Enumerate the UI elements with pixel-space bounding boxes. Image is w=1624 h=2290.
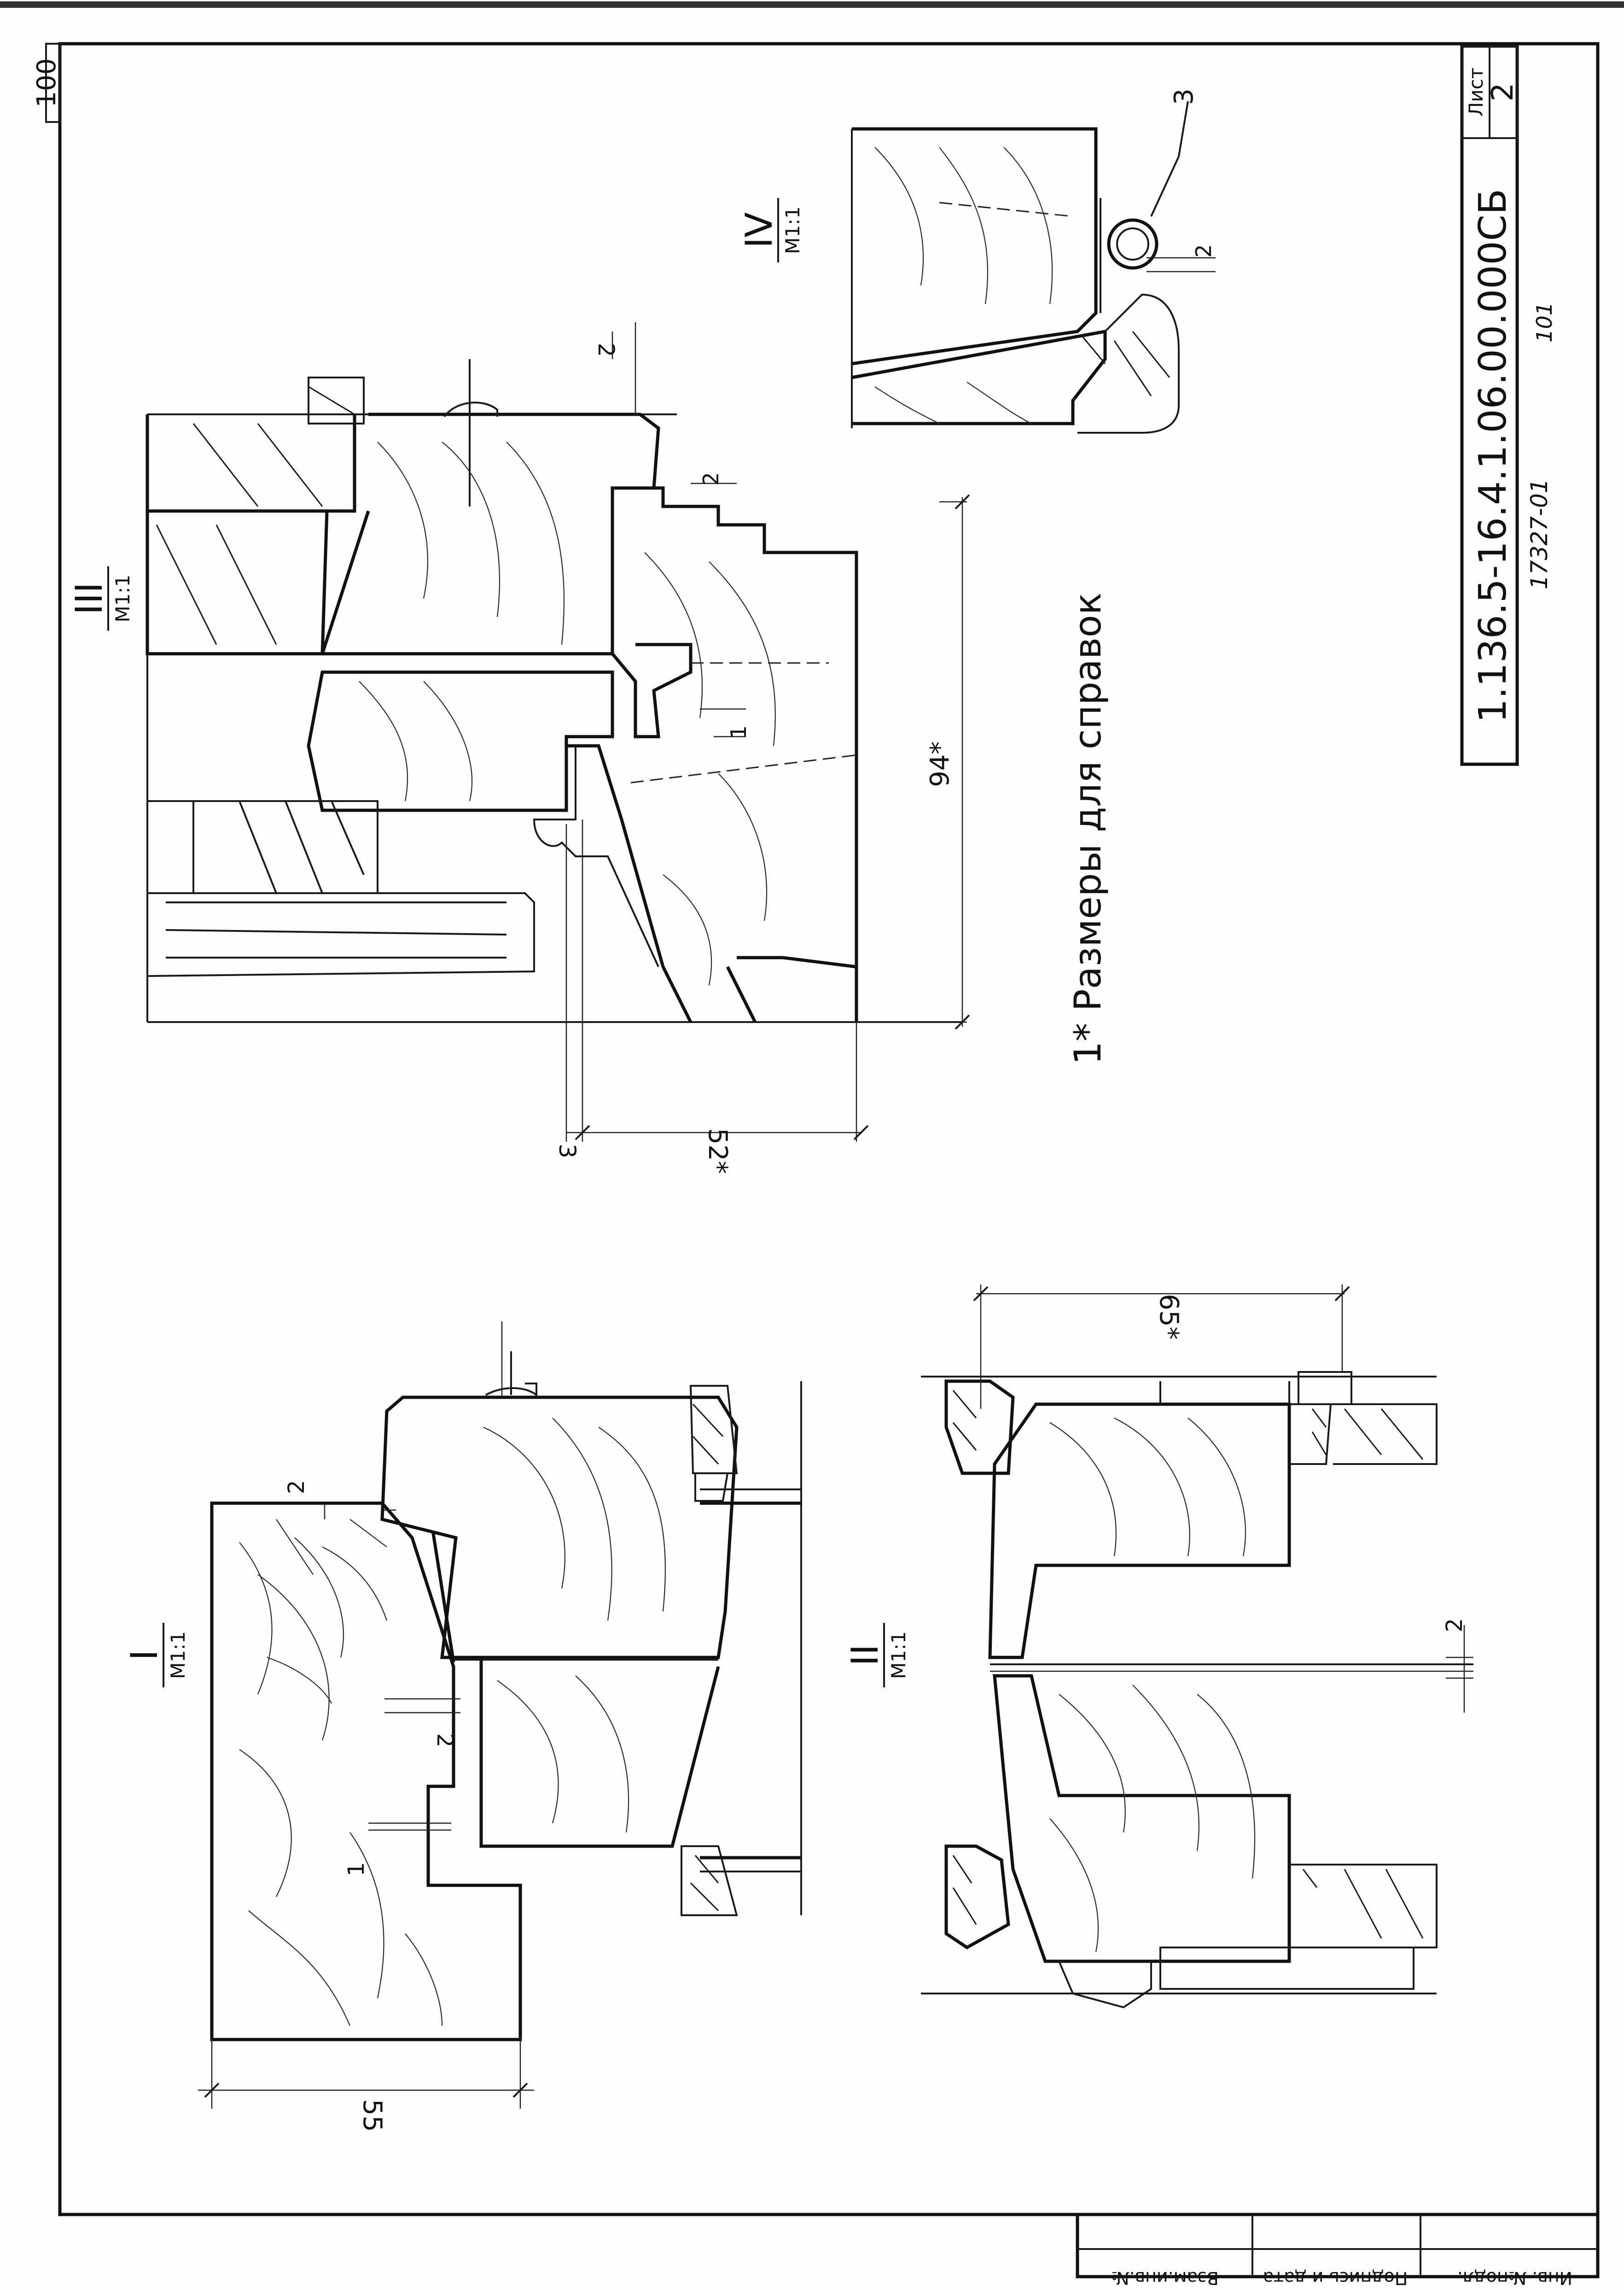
section-ii-title: II М1:1 [844, 1623, 910, 1687]
corner-cell [45, 43, 61, 123]
dim-52: 52* [703, 1128, 733, 1174]
leader-3-iv: 3 [1169, 88, 1199, 105]
sheet-number-box [1460, 44, 1519, 766]
reference-note: 1* Размеры для справок [1066, 593, 1109, 1065]
section-i-title: I М1:1 [123, 1623, 189, 1687]
dim-94: 94* [925, 741, 955, 787]
dim-1-iii: 1 [726, 725, 751, 738]
svg-text:II: II [844, 1644, 886, 1666]
drawing-frame [58, 42, 1600, 2216]
dim-3-iii: 3 [554, 1144, 581, 1158]
svg-text:М1:1: М1:1 [111, 575, 134, 622]
dim-2-mid-i: 2 [432, 1733, 458, 1748]
stamp-strip [1076, 2213, 1600, 2278]
dim-2-ii: 2 [1442, 1618, 1467, 1633]
corner-number: 100 [32, 58, 62, 108]
stamp-label-signature: Подпись и дата [1263, 2268, 1408, 2288]
section-iv-drawing [851, 101, 1216, 434]
section-iii-title: III М1:1 [68, 566, 134, 631]
svg-text:I: I [123, 1650, 166, 1661]
svg-text:IV: IV [738, 212, 780, 249]
dim-65: 65* [1154, 1294, 1184, 1339]
dim-2-top-iii: 2 [593, 343, 619, 357]
svg-text:М1:1: М1:1 [781, 206, 804, 254]
svg-text:М1:1: М1:1 [167, 1631, 189, 1679]
dim-2-top-i: 2 [284, 1480, 309, 1494]
section-i-drawing [198, 1321, 802, 2109]
section-iii-drawing [146, 322, 970, 1142]
archive-copy: 101 [1532, 302, 1557, 343]
dim-2-iv: 2 [1191, 244, 1216, 257]
dim-1-i: 1 [343, 1862, 369, 1877]
dim-55: 55 [357, 2099, 387, 2132]
svg-text:III: III [68, 582, 111, 615]
archive-number: 17327-01 [1526, 479, 1553, 590]
stamp-label-inventory: Инв. №подл. [1457, 2268, 1572, 2288]
svg-text:М1:1: М1:1 [887, 1631, 910, 1679]
stamp-label-replaced: Взам.инв.№ [1111, 2268, 1219, 2288]
sheet-number: 2 [1486, 83, 1520, 102]
document-code: 1.136.5-16.4.1.06.00.000СБ [1471, 189, 1515, 723]
dim-2-right-iii: 2 [698, 472, 723, 485]
section-ii-drawing [921, 1284, 1473, 2009]
section-iv-title: IV М1:1 [738, 198, 804, 262]
sheet-label: Лист [1465, 68, 1487, 116]
